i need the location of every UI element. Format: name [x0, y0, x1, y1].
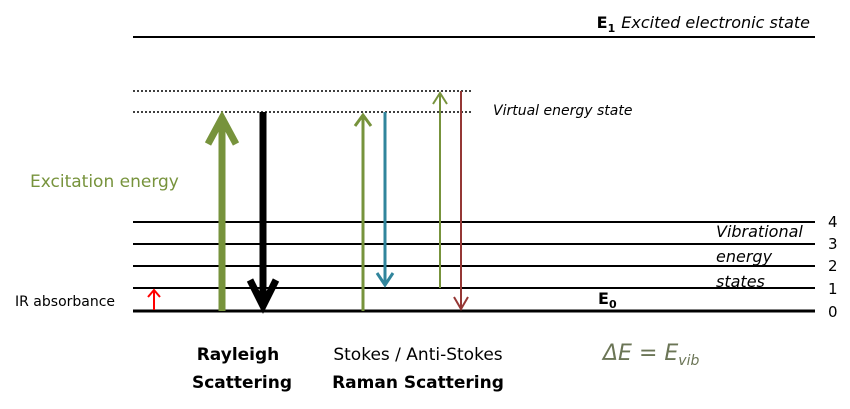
vibrational-label: Vibrational energy states [716, 222, 803, 291]
svg-text:0: 0 [828, 303, 838, 321]
virtual-state-label: Virtual energy state [493, 103, 632, 119]
svg-text:1: 1 [828, 280, 838, 298]
svg-text:2: 2 [828, 257, 838, 275]
rayleigh-label: Rayleigh Scattering [192, 345, 292, 393]
svg-text:4: 4 [828, 213, 838, 231]
level-numbers: 4 3 2 1 0 [828, 213, 838, 321]
rayleigh-emission-arrow [246, 112, 280, 314]
stokes-emission-arrow [375, 112, 395, 288]
stokes-anti-stokes-label: Stokes / Anti-Stokes [333, 345, 502, 365]
svg-text:3: 3 [828, 235, 838, 253]
vibrational-levels [133, 221, 815, 313]
excitation-energy-label: Excitation energy [30, 172, 179, 192]
anti-stokes-emission-arrow [453, 91, 469, 311]
svg-text:Vibrational: Vibrational [716, 222, 803, 241]
rayleigh-excitation-arrow [204, 110, 240, 311]
svg-text:energy: energy [716, 247, 773, 266]
delta-e-formula: ΔE = Evib [601, 341, 699, 369]
svg-text:states: states [716, 272, 765, 291]
stokes-excitation-arrow [353, 112, 373, 311]
ground-state-label: E0 [598, 289, 617, 311]
svg-text:Scattering: Scattering [192, 373, 292, 393]
svg-text:Rayleigh: Rayleigh [197, 345, 280, 365]
raman-scattering-label: Raman Scattering [332, 373, 504, 393]
anti-stokes-excitation-arrow [432, 91, 448, 288]
ir-absorbance-label: IR absorbance [15, 294, 115, 310]
ir-arrow [147, 288, 161, 310]
